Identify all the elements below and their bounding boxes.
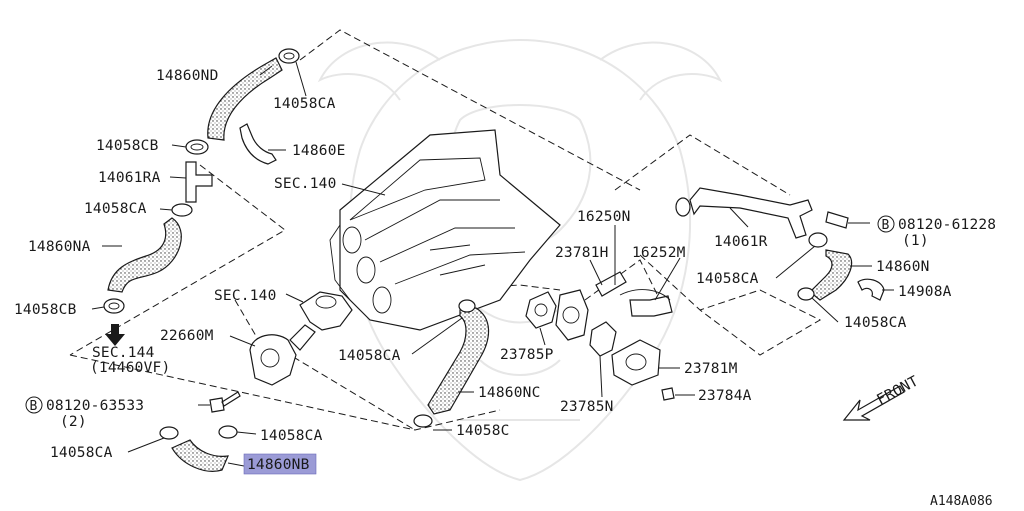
label-23781h: 23781H — [555, 245, 609, 261]
hose-14860nc — [427, 307, 490, 415]
screw-23784a — [661, 387, 675, 401]
valve-23781m — [611, 339, 661, 386]
valve-body-16250n — [555, 289, 589, 341]
label-23784a: 23784A — [698, 388, 752, 404]
label-08120-61228-qty: (1) — [902, 233, 929, 249]
arrow-down-icon — [105, 324, 125, 346]
diagram-code: A148A086 — [930, 494, 993, 509]
clamp-14058ca-bottom-right — [218, 425, 238, 439]
label-14058ca-right: 14058CA — [696, 271, 759, 287]
watermark-emblem — [317, 38, 723, 482]
label-08120-63533-qty: (2) — [60, 414, 87, 430]
label-14058ca-mid: 14058CA — [338, 348, 401, 364]
label-14860n: 14860N — [876, 259, 930, 275]
bolt-mark-letter: B — [882, 218, 890, 233]
connector-16252m — [629, 295, 673, 317]
clamp-14058cb-bottom — [103, 298, 125, 314]
solenoid-23781h — [595, 271, 627, 297]
label-14058cb-top: 14058CB — [96, 138, 159, 154]
label-16252m: 16252M — [632, 245, 686, 261]
label-14058ca-top: 14058CA — [273, 96, 336, 112]
label-sec140-top: SEC.140 — [274, 176, 337, 192]
clamp-14058ca-top — [278, 48, 300, 64]
bolt-mark-08120-61228: B — [877, 215, 895, 233]
clamp-14058c — [413, 414, 433, 428]
label-14058ca-left: 14058CA — [84, 201, 147, 217]
label-14061ra: 14061RA — [98, 170, 161, 186]
band-14908a — [857, 278, 885, 301]
label-23785p: 23785P — [500, 347, 554, 363]
label-08120-61228: 08120-61228 — [898, 217, 996, 233]
label-sec144: SEC.144 — [92, 345, 155, 361]
label-14908a: 14908A — [898, 284, 952, 300]
valve-23781m-port — [625, 353, 647, 371]
label-sec144-sub: (14460VF) — [90, 360, 170, 376]
label-sec140-mid: SEC.140 — [214, 288, 277, 304]
front-direction-indicator — [842, 385, 905, 421]
label-23781m: 23781M — [684, 361, 738, 377]
clamp-14058ca-left — [171, 203, 193, 217]
label-23785n: 23785N — [560, 399, 614, 415]
connector-wire — [619, 289, 671, 301]
label-14061r: 14061R — [714, 234, 768, 250]
clamp-14058ca-right-top — [675, 197, 691, 217]
label-14058ca-bottom-left: 14058CA — [50, 445, 113, 461]
connector-14061ra — [185, 161, 213, 203]
hose-14860n — [809, 249, 853, 301]
fitting-sec140-port — [315, 295, 337, 309]
label-14058ca-low: 14058CA — [260, 428, 323, 444]
clamp-14058ca-mid — [458, 299, 476, 313]
highlight-box-14860nb — [243, 453, 317, 475]
label-14058cb-bottom: 14058CB — [14, 302, 77, 318]
label-14860nc: 14860NC — [478, 385, 541, 401]
gasket-23785p — [525, 291, 557, 329]
clamp-14058ca-right — [808, 232, 828, 248]
label-front: FRONT — [874, 373, 921, 408]
label-16250n: 16250N — [577, 209, 631, 225]
label-14058c: 14058C — [456, 423, 510, 439]
intake-manifold-sec140 — [329, 129, 561, 331]
label-14860na: 14860NA — [28, 239, 91, 255]
bolt-08120-63533 — [209, 391, 241, 413]
label-08120-63533: 08120-63533 — [46, 398, 144, 414]
gasket-23785p-hole — [534, 303, 548, 317]
bolt-08120-61228 — [825, 211, 849, 229]
sensor-22660m — [249, 324, 316, 386]
label-14860e: 14860E — [292, 143, 346, 159]
leader-lines — [91, 61, 894, 467]
hose-14860nd — [207, 57, 283, 141]
label-14058ca-right-lower: 14058CA — [844, 315, 907, 331]
gasket-23785n — [589, 321, 617, 357]
hose-14860nb — [171, 439, 229, 472]
valve-body-port — [562, 306, 580, 324]
label-22660m: 22660M — [160, 328, 214, 344]
clamp-14058ca-right-lower — [797, 287, 815, 301]
clamp-band-14860e — [239, 123, 277, 165]
clamp-14058cb-top — [185, 139, 209, 155]
label-14860nb[interactable]: 14860NB — [247, 457, 310, 473]
clamp-14058ca-bottom-left — [159, 426, 179, 440]
hose-14860na — [107, 217, 182, 293]
bolt-mark-letter: B — [30, 399, 38, 414]
pipe-14061r — [689, 187, 813, 239]
bolt-mark-08120-63533: B — [25, 396, 43, 414]
label-14860nd: 14860ND — [156, 68, 219, 84]
fitting-sec140-mid — [299, 291, 353, 331]
